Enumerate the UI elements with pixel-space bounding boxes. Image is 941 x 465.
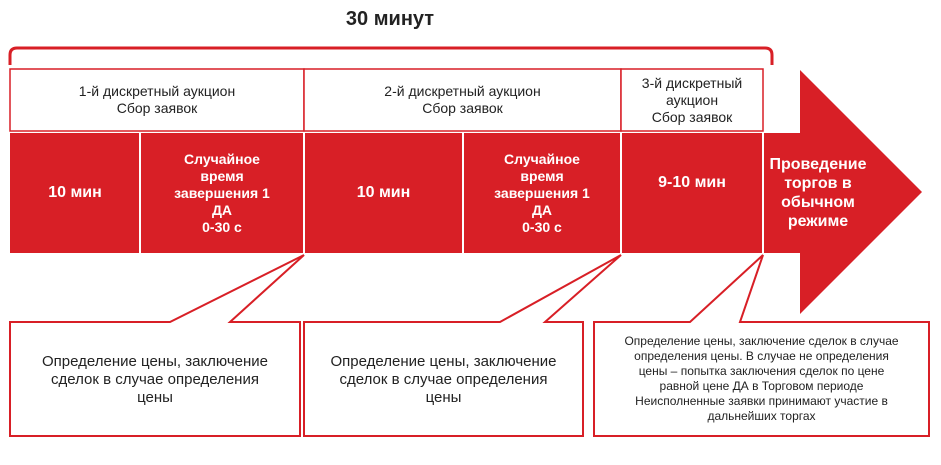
- auction-header-3-box: [620, 68, 764, 132]
- note-2-text: Определение цены, заключение сделок в сл…: [330, 353, 557, 406]
- segment-1-duration: 10 мин: [48, 184, 102, 201]
- segment-3-duration: 10 мин: [356, 184, 411, 201]
- note-3-callout: [593, 254, 930, 437]
- auction-header-2: 2-й дискретный аукцион Сбор заявок: [384, 83, 541, 116]
- note-3-text: Определение цены, заключение сделок в сл…: [624, 334, 899, 423]
- auction-header-1: 1-й дискретный аукцион Сбор заявок: [78, 83, 236, 116]
- note-2-callout: [303, 254, 622, 437]
- segment-2-random-end: Случайное время завершения 1 ДА 0-30 с: [174, 150, 270, 235]
- segment-6-regular-trading: Проведение торгов в обычном режиме: [769, 156, 867, 230]
- timeline-arrow: [10, 70, 922, 314]
- duration-title: 30 минут: [345, 8, 435, 30]
- auction-header-3: 3-й дискретный аукцион Сбор заявок: [641, 74, 743, 125]
- segment-4-random-end: Случайное время завершения 1 ДА 0-30 с: [494, 150, 590, 235]
- note-1-text: Определение цены, заключение сделок в сл…: [42, 353, 268, 406]
- auction-header-2-box: [303, 68, 622, 132]
- segment-5-duration: 9-10 мин: [658, 174, 726, 191]
- duration-bracket: [8, 46, 774, 65]
- note-1-callout: [9, 254, 305, 437]
